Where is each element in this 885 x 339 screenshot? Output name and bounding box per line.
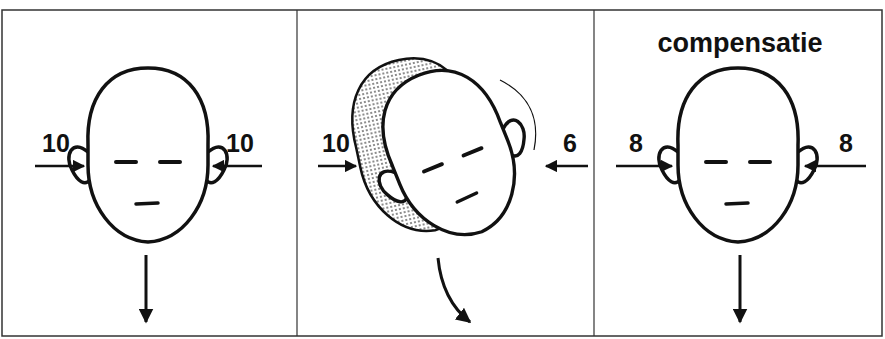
divider [296,10,297,336]
direction-arrow [145,255,148,322]
force-value: 10 [42,131,70,156]
direction-arrow [438,258,470,322]
hair-line [500,80,536,150]
force-arrow [35,165,84,168]
force-value: 10 [226,131,254,156]
force-arrow [546,165,588,168]
force-value: 8 [629,131,643,156]
divider [593,10,594,336]
head [69,68,227,242]
force-value: 10 [322,131,350,156]
head [659,68,817,242]
force-arrow [616,165,672,168]
force-arrow [213,165,262,168]
frame [2,10,882,336]
force-value: 8 [839,131,853,156]
direction-arrow [739,255,742,322]
panel-heading: compensatie [657,30,822,57]
force-arrow [805,165,866,168]
head [347,47,553,261]
force-value: 6 [563,131,577,156]
force-arrow [318,165,356,168]
